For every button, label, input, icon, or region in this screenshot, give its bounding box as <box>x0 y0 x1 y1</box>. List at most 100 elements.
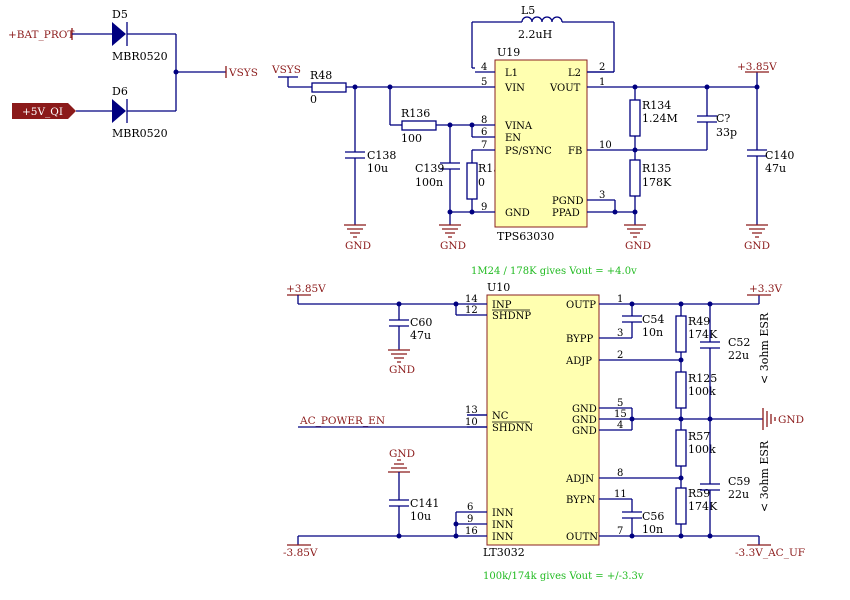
c59-ref: C59 <box>728 475 750 488</box>
junction <box>629 416 635 422</box>
resistor-r135[interactable] <box>629 159 641 197</box>
u10-pin-shdnp: SHDNP <box>492 311 531 322</box>
u10-pin-nc: NC <box>492 411 509 422</box>
resistor-r134[interactable] <box>629 99 641 137</box>
resistor-r57[interactable] <box>675 429 687 467</box>
gnd-symbol-right <box>762 408 776 430</box>
c139-value: 100n <box>415 176 443 189</box>
u10-pin-num: 14 <box>465 294 478 305</box>
capacitor-cq[interactable] <box>697 115 717 123</box>
gnd-label: GND <box>744 240 770 252</box>
inductor-l5[interactable] <box>521 16 563 23</box>
u10-pin-outp: OUTP <box>566 300 596 311</box>
capacitor-c140[interactable] <box>747 149 767 157</box>
gnd-label: GND <box>389 364 415 376</box>
r125-ref: R125 <box>688 372 717 385</box>
u19-pin-num: 9 <box>481 202 487 213</box>
c141-ref: C141 <box>410 497 439 510</box>
resistor-r125[interactable] <box>675 371 687 409</box>
u19-pin-num: 8 <box>481 115 487 126</box>
gnd-label: GND <box>345 240 371 252</box>
u19-pin-num: 7 <box>481 140 487 151</box>
u10-pin-num: 9 <box>467 514 473 525</box>
u19-pin-num: 4 <box>481 62 487 73</box>
diode-d6[interactable] <box>112 99 128 123</box>
resistor-r49[interactable] <box>675 315 687 353</box>
resistor-r152[interactable] <box>466 162 478 200</box>
r49-ref: R49 <box>688 315 710 328</box>
junction <box>678 357 684 363</box>
diode-or-section: +BAT_PROT D5 MBR0520 +5V_QI D6 MBR0520 V… <box>8 8 258 140</box>
c54-ref: C54 <box>642 313 664 326</box>
d5-ref: D5 <box>112 8 128 21</box>
u19-part: TPS63030 <box>497 230 554 243</box>
gnd-right-label: GND <box>778 414 804 426</box>
u19-pin-l1: L1 <box>505 68 518 79</box>
diode-d5[interactable] <box>112 22 128 46</box>
plus5v-qi-flag: +5V_QI <box>12 103 76 119</box>
u19-pin-num: 5 <box>481 77 487 88</box>
diode-d5-body <box>112 22 126 46</box>
junction <box>707 533 713 539</box>
resistor-r59[interactable] <box>675 487 687 525</box>
u19-pin-l2: L2 <box>568 68 581 79</box>
ic-u19[interactable] <box>494 59 588 228</box>
junction <box>707 301 713 307</box>
junction <box>629 301 635 307</box>
r135-value: 178K <box>642 176 672 189</box>
junction <box>612 209 618 215</box>
u19-pin-en: EN <box>505 133 521 144</box>
lt3032-section: U10 LT3032 +3.85V C60 47u GND AC_POWER_E… <box>283 281 805 559</box>
r136-ref: R136 <box>401 107 430 120</box>
m33-label: -3.3V_AC_UF <box>735 547 805 559</box>
u10-pin-inn2: INN <box>492 520 514 531</box>
gnd-symbol <box>344 224 366 238</box>
capacitor-c54[interactable] <box>622 315 642 323</box>
u10-pin-num: 12 <box>465 305 478 316</box>
r48-ref: R48 <box>310 69 332 82</box>
r134-value: 1.24M <box>642 112 678 125</box>
junction <box>678 533 684 539</box>
u10-pin-adjp: ADJP <box>565 356 592 367</box>
u19-pin-num: 6 <box>481 127 487 138</box>
capacitor-c60[interactable] <box>389 319 409 327</box>
gnd-symbol <box>388 349 410 363</box>
u19-pin-vina: VINA <box>504 121 533 132</box>
junction <box>678 301 684 307</box>
c138-ref: C138 <box>367 149 396 162</box>
u10-pin-num: 1 <box>617 294 623 305</box>
d6-value: MBR0520 <box>112 127 168 140</box>
u10-pin-gnd1: GND <box>572 404 597 415</box>
d6-ref: D6 <box>112 85 128 98</box>
u19-pin-num: 1 <box>599 77 605 88</box>
buck-boost-section: VSYS R48 0 C138 10u GND R136 100 <box>271 4 794 252</box>
u10-pin-inp: INP <box>492 300 512 311</box>
l5-ref: L5 <box>521 4 535 17</box>
plus5v-flag-label: +5V_QI <box>22 106 63 118</box>
u10-pin-num: 2 <box>617 350 623 361</box>
capacitor-c138[interactable] <box>345 151 365 159</box>
resistor-r48[interactable] <box>311 82 347 93</box>
ic-u10[interactable] <box>486 294 600 546</box>
vsys-in-label: VSYS <box>271 64 301 76</box>
cq-value: 33p <box>716 126 737 139</box>
u10-pin-num: 4 <box>617 420 623 431</box>
c56-ref: C56 <box>642 510 664 523</box>
vsys-out-label: VSYS <box>228 67 258 79</box>
c52-value: 22u <box>728 349 749 362</box>
capacitor-c56[interactable] <box>622 511 642 519</box>
u10-left-stubs <box>467 303 487 428</box>
u10-pin-num: 7 <box>617 526 623 537</box>
c56-value: 10n <box>642 523 663 536</box>
p385-left-label: +3.85V <box>286 283 326 295</box>
r135-ref: R135 <box>642 162 671 175</box>
u10-pin-num: 11 <box>614 489 627 500</box>
u10-pin-num: 16 <box>465 526 478 537</box>
esr-note-top: < 3ohm ESR <box>758 312 771 384</box>
u19-ref: U19 <box>497 46 520 59</box>
resistor-r136[interactable] <box>401 120 437 131</box>
u10-pin-num: 3 <box>617 328 623 339</box>
capacitor-c52[interactable] <box>700 341 720 349</box>
capacitor-c141[interactable] <box>389 499 409 507</box>
c141-value: 10u <box>410 510 431 523</box>
